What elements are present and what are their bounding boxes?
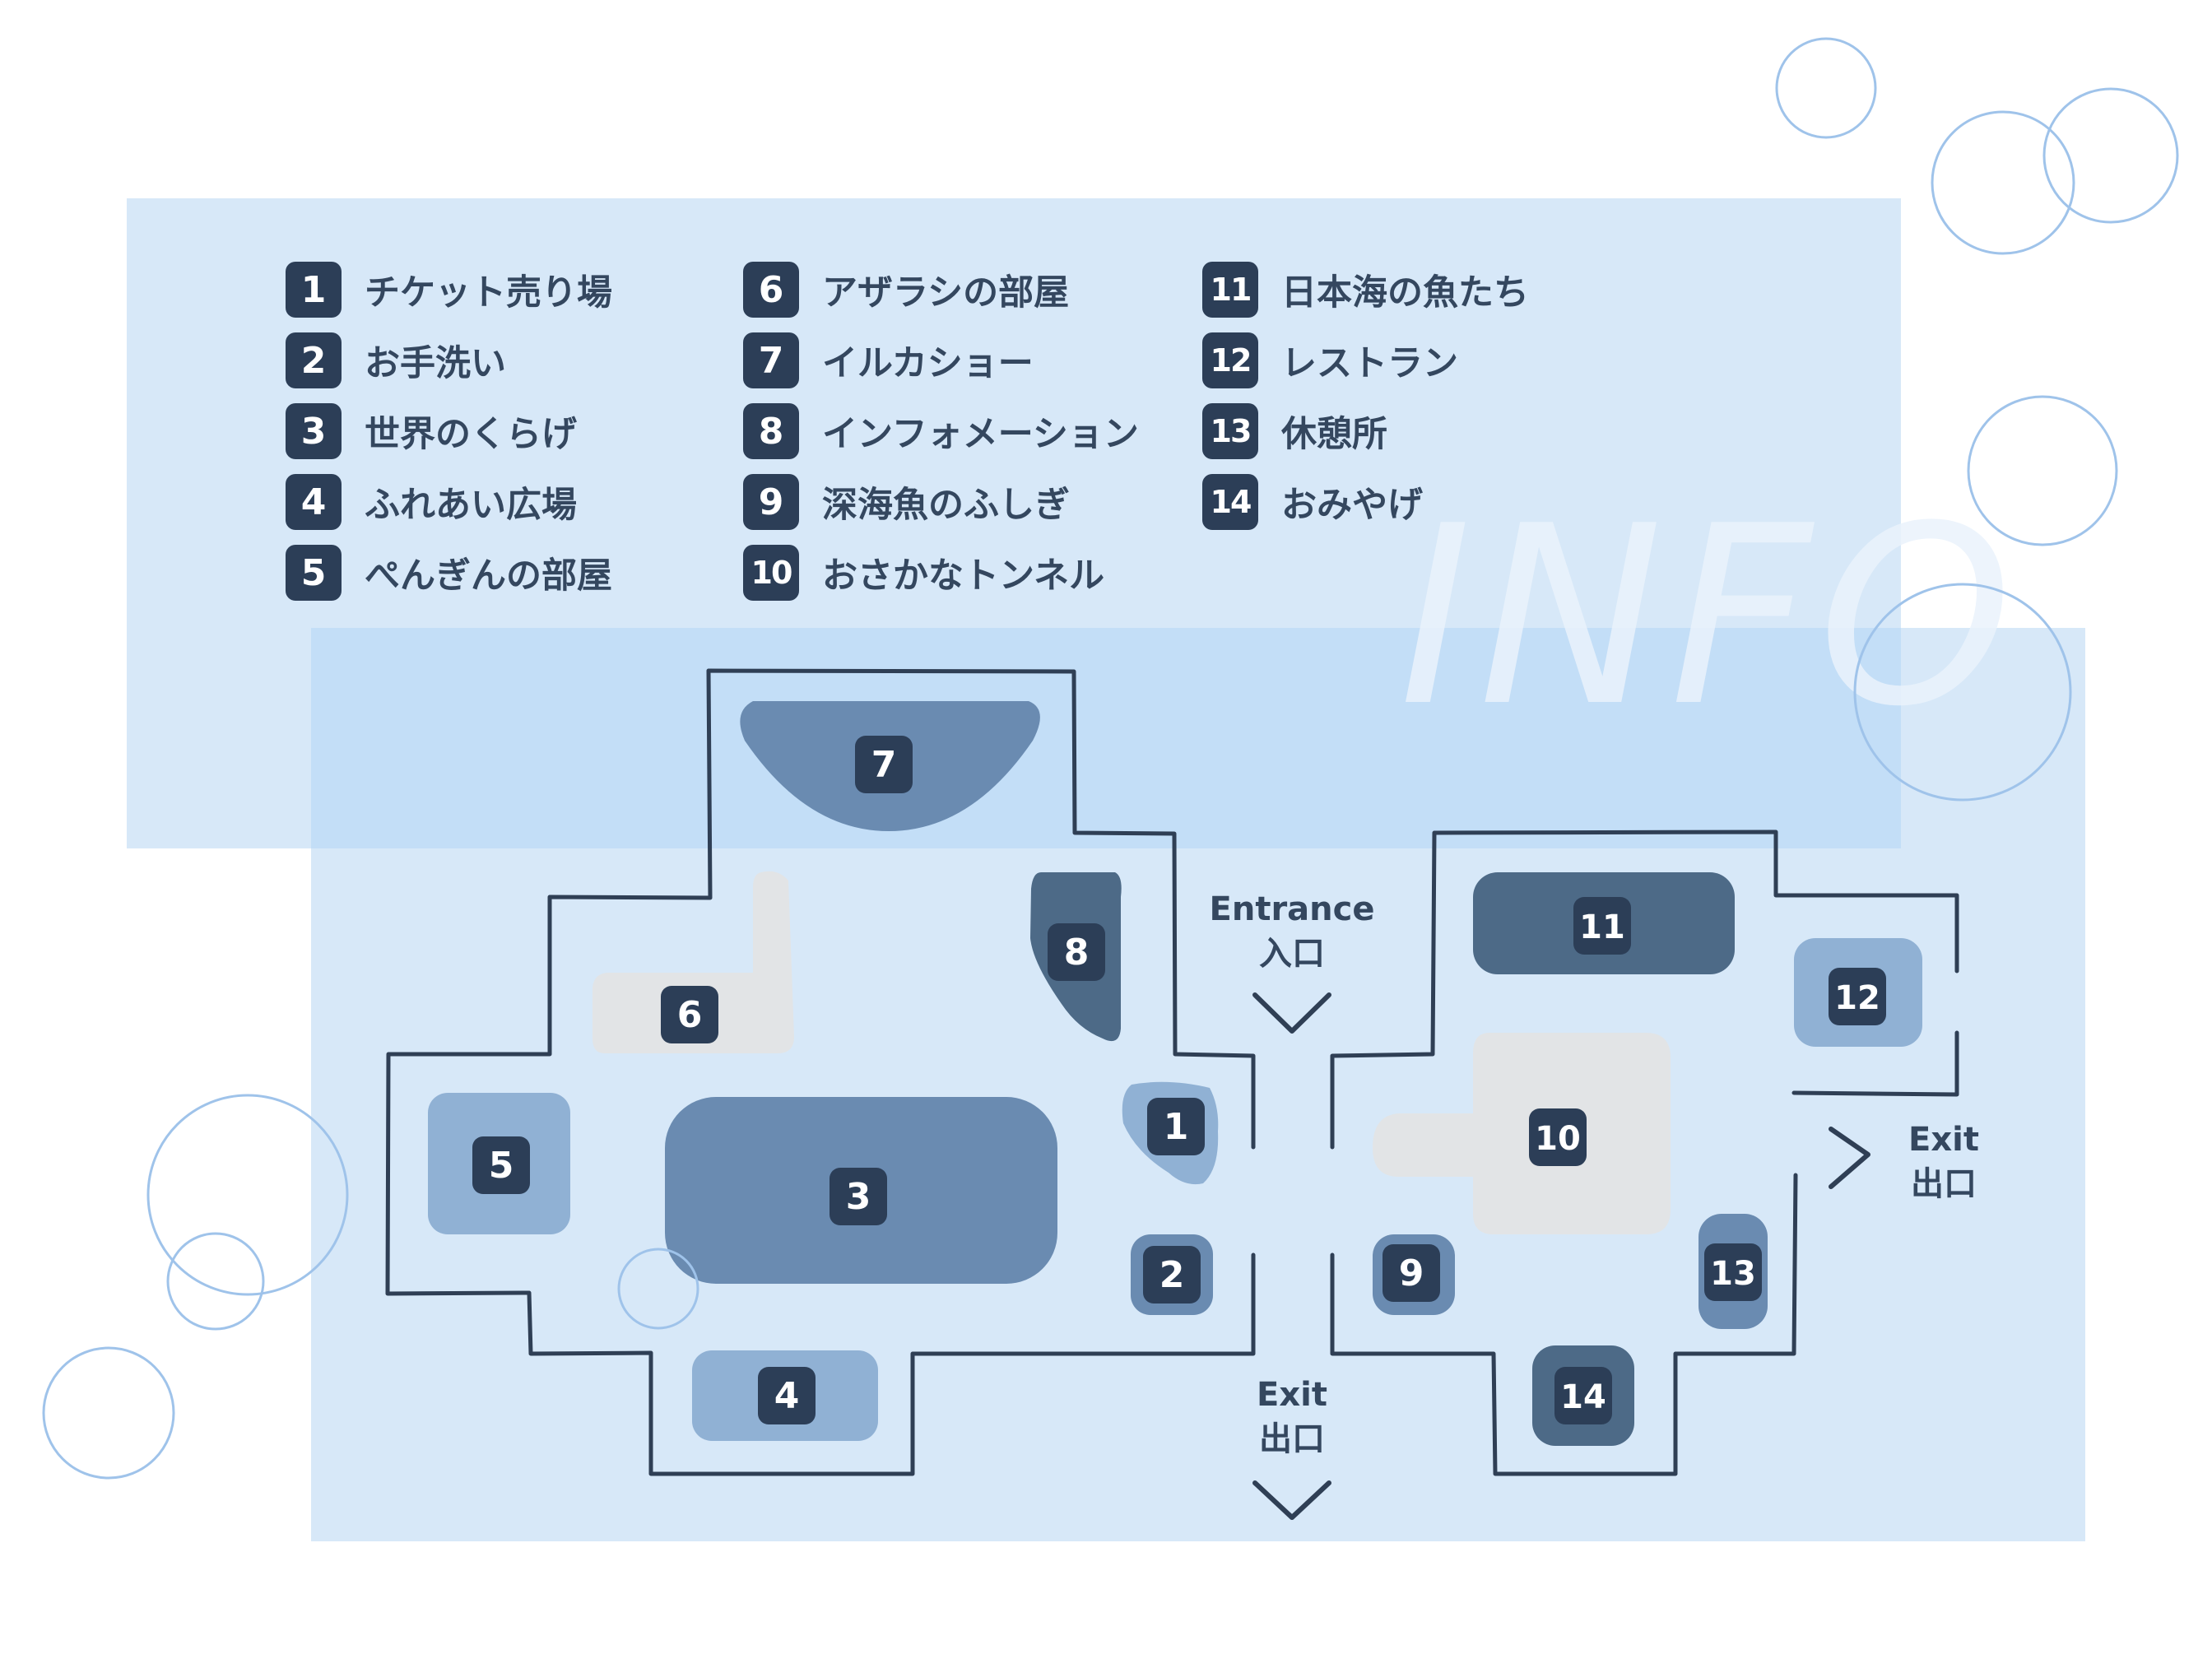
legend-item-4: 4 ふれあい広場	[286, 473, 577, 531]
legend-number: 7	[743, 332, 799, 388]
bubble-icon	[166, 1232, 265, 1331]
legend-number: 6	[743, 262, 799, 318]
svg-text:3: 3	[846, 1176, 871, 1218]
legend-number: 13	[1202, 403, 1258, 459]
legend-item-12: 12 レストラン	[1202, 332, 1458, 389]
room-6	[592, 871, 794, 1053]
map-badge-12: 12	[1829, 968, 1886, 1025]
legend-label: レストラン	[1281, 343, 1458, 384]
legend-number: 10	[743, 545, 799, 601]
svg-text:5: 5	[489, 1145, 514, 1187]
legend-item-3: 3 世界のくらげ	[286, 402, 577, 460]
bubble-icon	[146, 1094, 349, 1296]
wall-left-building	[385, 668, 1256, 1476]
bubble-icon	[1775, 37, 1877, 139]
legend-item-8: 8 インフォメーション	[743, 402, 1139, 460]
legend-label: 深海魚のふしぎ	[822, 485, 1070, 526]
map-badge-1: 1	[1147, 1098, 1205, 1155]
map-badge-9: 9	[1382, 1244, 1440, 1302]
svg-text:10: 10	[1535, 1120, 1581, 1158]
legend-label: ぺんぎんの部屋	[365, 555, 612, 597]
bubble-icon	[42, 1346, 175, 1480]
legend-item-10: 10 おさかなトンネル	[743, 544, 1104, 602]
svg-text:2: 2	[1159, 1254, 1185, 1296]
legend-label: お手洗い	[365, 343, 506, 384]
legend-number: 5	[286, 545, 342, 601]
map-badge-7: 7	[855, 736, 913, 793]
map-badge-4: 4	[758, 1367, 816, 1424]
exit-right-arrow-icon	[1829, 1127, 1870, 1189]
bubble-icon	[1853, 583, 2072, 802]
legend-item-13: 13 休憩所	[1202, 402, 1387, 460]
map-badge-8: 8	[1048, 923, 1105, 981]
map-badge-3: 3	[830, 1168, 887, 1225]
entrance-label-en: Entrance	[1210, 890, 1375, 928]
legend-item-9: 9 深海魚のふしぎ	[743, 473, 1070, 531]
map-badge-11: 11	[1573, 897, 1631, 955]
map-badge-6: 6	[661, 986, 718, 1043]
legend-item-1: 1 チケット売り場	[286, 261, 612, 318]
svg-text:9: 9	[1399, 1252, 1424, 1294]
entrance-arrow-icon	[1252, 992, 1331, 1034]
legend-number: 4	[286, 474, 342, 530]
info-watermark: INFO	[1399, 473, 2019, 760]
svg-text:4: 4	[774, 1375, 800, 1417]
legend-label: 休憩所	[1281, 414, 1387, 455]
wall-right-building	[1330, 830, 1959, 1476]
exit-right-label-ja: 出口	[1911, 1165, 1977, 1203]
bubble-icon	[2042, 87, 2179, 224]
legend-label: おみやげ	[1281, 485, 1423, 526]
svg-text:1: 1	[1164, 1106, 1189, 1148]
svg-text:12: 12	[1834, 979, 1880, 1017]
legend-label: 世界のくらげ	[365, 414, 577, 455]
legend-label: アザラシの部屋	[822, 272, 1070, 314]
legend-label: インフォメーション	[822, 414, 1139, 455]
svg-text:6: 6	[677, 994, 703, 1036]
legend-number: 11	[1202, 262, 1258, 318]
map-badges: 7 6 8 3 1 2 5 4 11 12 10 9 13 14	[472, 736, 1886, 1424]
legend-label: おさかなトンネル	[822, 555, 1105, 597]
exit-right-label-en: Exit	[1908, 1121, 1979, 1159]
bubble-icon	[617, 1248, 699, 1330]
bubble-icon	[1967, 395, 2118, 546]
map-badge-5: 5	[472, 1136, 530, 1194]
bubble-icon	[1931, 110, 2075, 255]
room-10	[1373, 1033, 1671, 1234]
map-badge-10: 10	[1529, 1108, 1587, 1166]
arrows	[1252, 992, 1870, 1520]
legend-item-11: 11 日本海の魚たち	[1202, 261, 1529, 318]
svg-text:13: 13	[1710, 1255, 1756, 1293]
svg-text:14: 14	[1560, 1378, 1606, 1416]
svg-text:7: 7	[871, 744, 897, 786]
legend-label: イルカショー	[822, 343, 1034, 384]
svg-text:11: 11	[1579, 908, 1625, 946]
exit-bottom-arrow-icon	[1252, 1480, 1331, 1520]
legend-number: 1	[286, 262, 342, 318]
legend-number: 2	[286, 332, 342, 388]
legend-number: 14	[1202, 474, 1258, 530]
map-badge-2: 2	[1143, 1246, 1201, 1304]
walls	[385, 668, 1959, 1476]
legend-item-14: 14 おみやげ	[1202, 473, 1423, 531]
legend-label: チケット売り場	[365, 272, 612, 314]
legend-item-7: 7 イルカショー	[743, 332, 1034, 389]
legend-item-2: 2 お手洗い	[286, 332, 506, 389]
entrance-label-ja: 入口	[1259, 935, 1325, 973]
map-badge-14: 14	[1554, 1367, 1612, 1424]
exit-bottom-label-en: Exit	[1257, 1376, 1327, 1414]
legend-item-6: 6 アザラシの部屋	[743, 261, 1069, 318]
legend-item-5: 5 ぺんぎんの部屋	[286, 544, 612, 602]
legend-label: 日本海の魚たち	[1281, 272, 1529, 314]
legend-number: 8	[743, 403, 799, 459]
legend-number: 9	[743, 474, 799, 530]
map-badge-13: 13	[1704, 1243, 1762, 1301]
exit-bottom-label-ja: 出口	[1259, 1420, 1325, 1458]
legend-number: 3	[286, 403, 342, 459]
panel-overlap	[311, 628, 1901, 848]
legend-number: 12	[1202, 332, 1258, 388]
svg-text:8: 8	[1064, 932, 1090, 974]
legend-label: ふれあい広場	[365, 485, 577, 526]
